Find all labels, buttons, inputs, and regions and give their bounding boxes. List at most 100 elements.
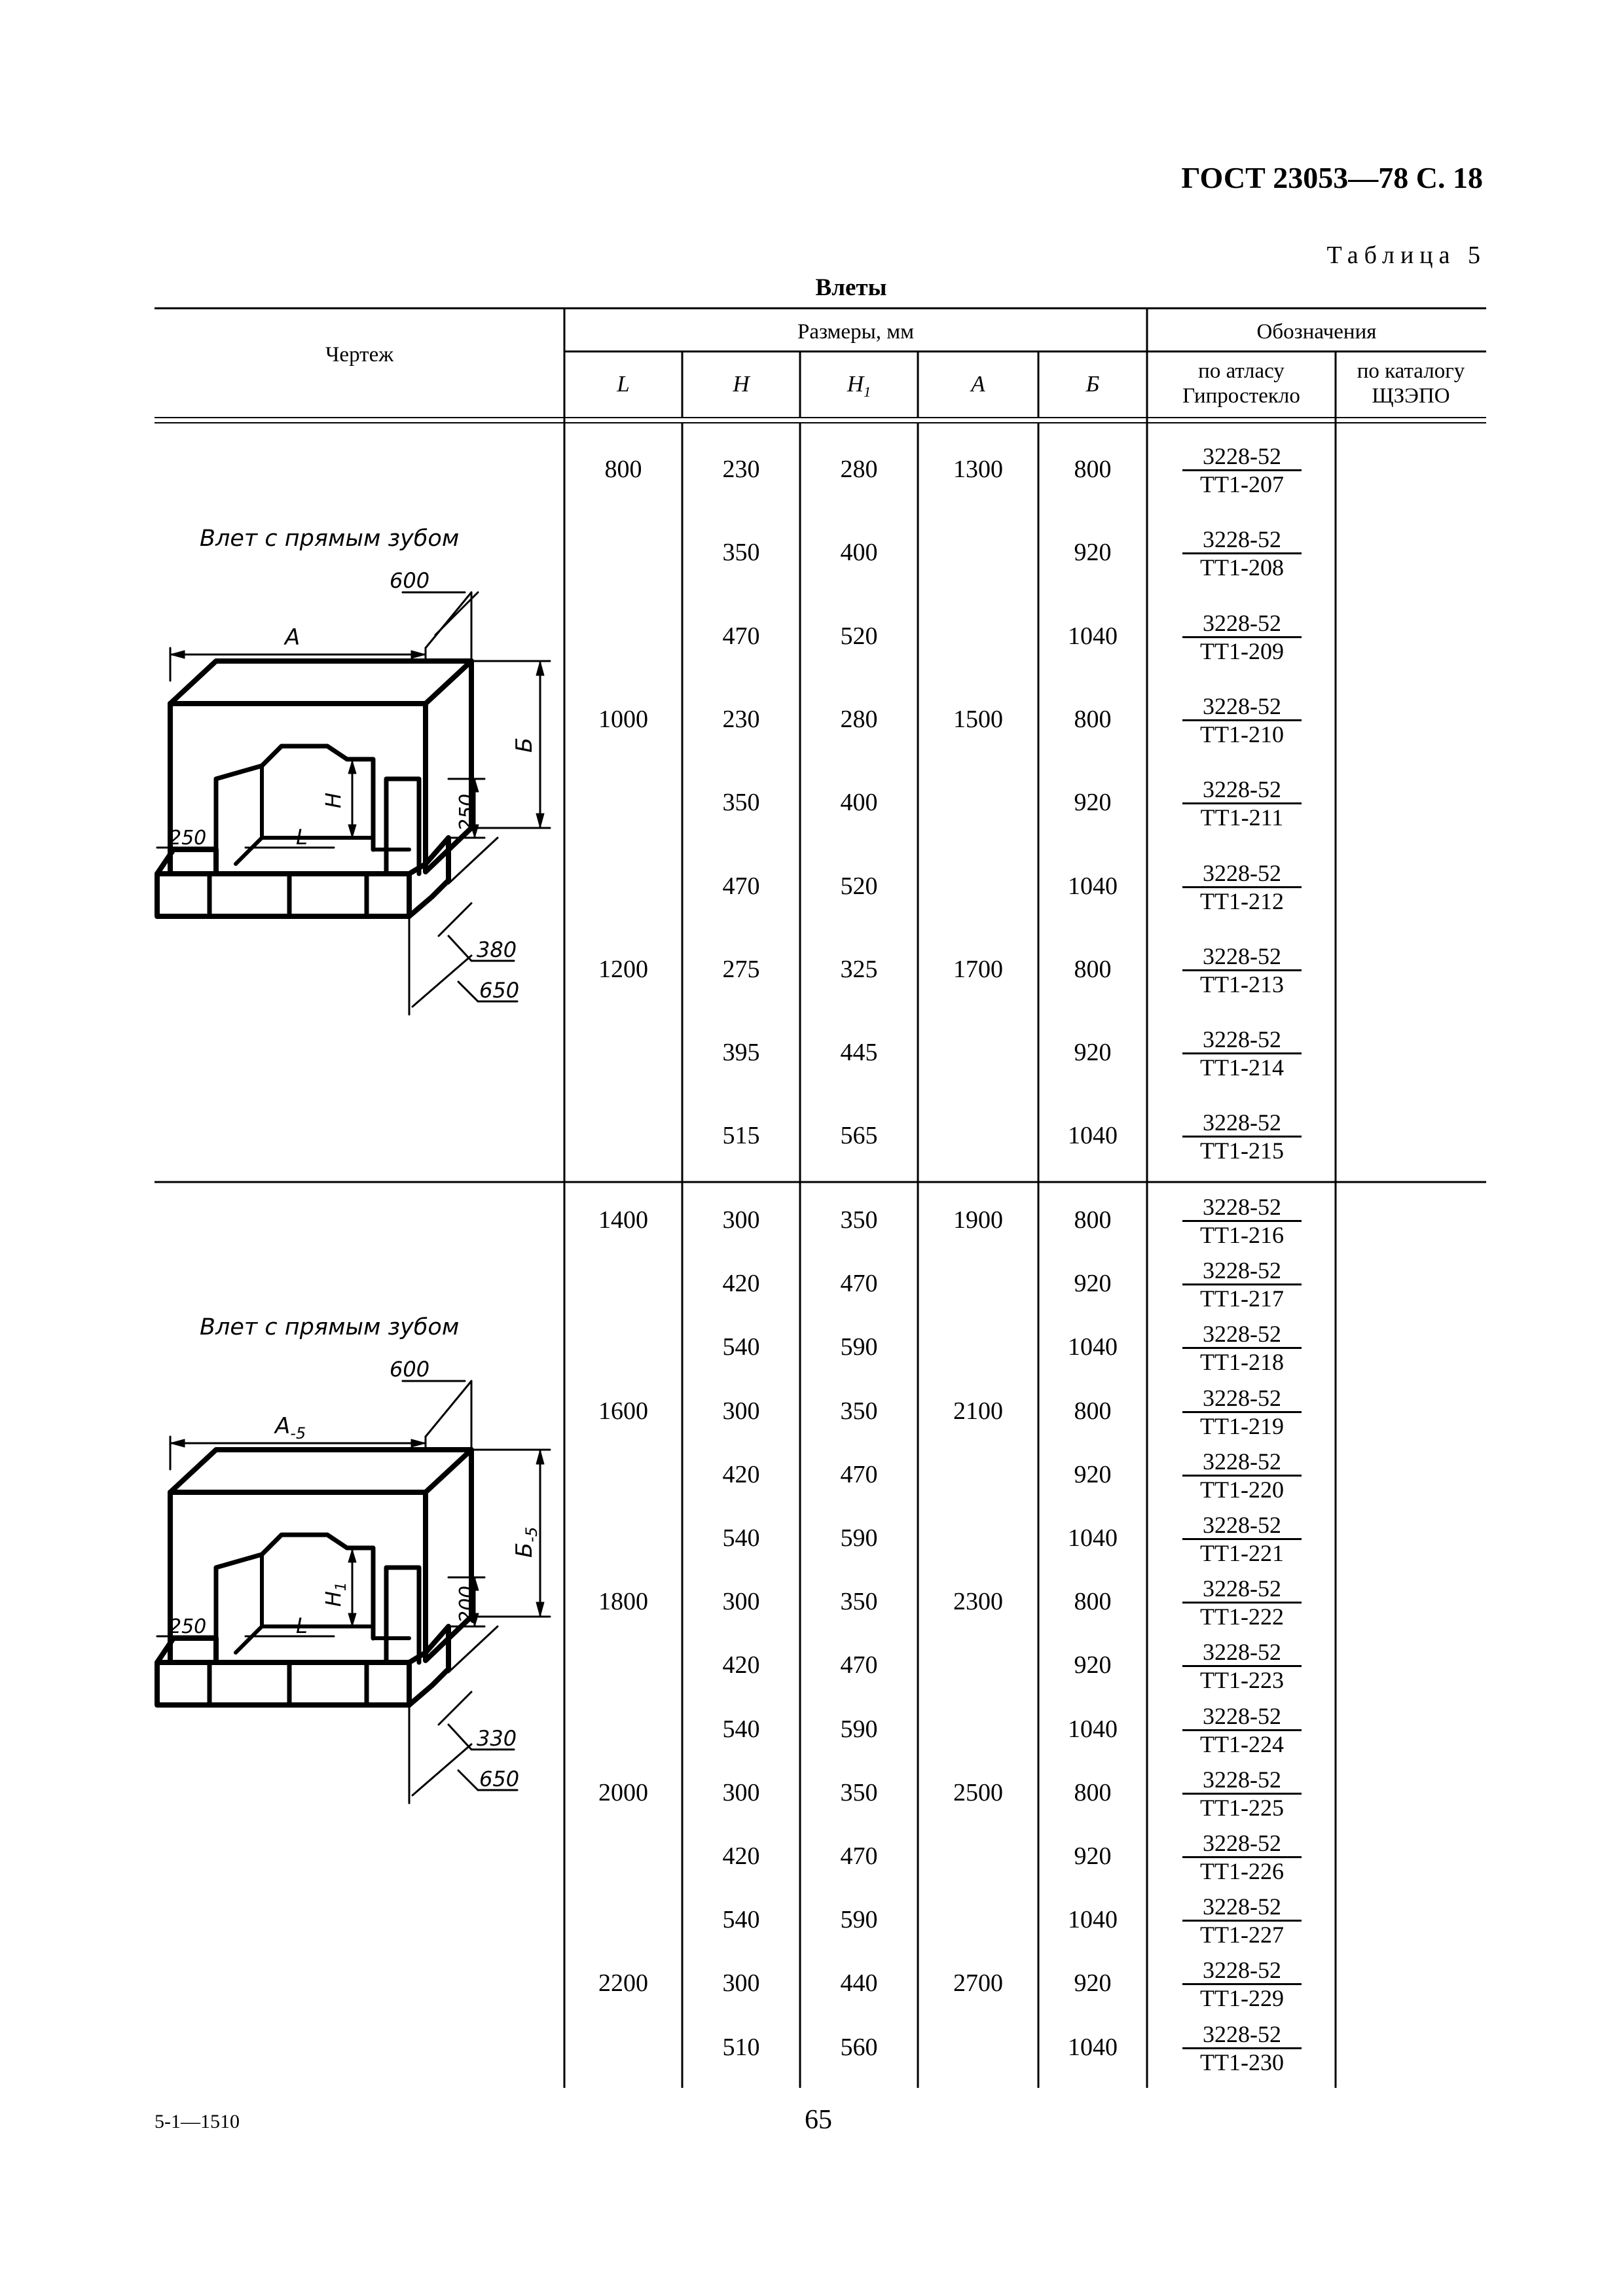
designation-numerator: 3228-52 bbox=[1203, 1321, 1281, 1348]
designation-denominator: ТТ1-216 bbox=[1182, 1220, 1302, 1248]
designation-denominator: ТТ1-214 bbox=[1182, 1052, 1302, 1081]
cell-B: 800 bbox=[1074, 705, 1112, 733]
cell-B: 920 bbox=[1074, 1969, 1112, 1998]
designation-denominator: ТТ1-208 bbox=[1182, 552, 1302, 581]
drawing2-label-l: L bbox=[296, 1613, 308, 1638]
cell-H1: 350 bbox=[840, 1778, 878, 1806]
header-col-H: H bbox=[733, 371, 750, 397]
cell-H: 300 bbox=[722, 1969, 760, 1998]
cell-B: 920 bbox=[1074, 1842, 1112, 1870]
header-col-A: A bbox=[971, 371, 985, 397]
header-col-atlas-line1: по атласу bbox=[1198, 359, 1285, 383]
designation-numerator: 3228-52 bbox=[1203, 1448, 1281, 1475]
drawing2-label-d1: 330 bbox=[477, 1726, 517, 1751]
cell-H1: 400 bbox=[840, 789, 878, 817]
cell-H: 420 bbox=[722, 1270, 760, 1298]
designation-numerator: 3228-52 bbox=[1203, 1639, 1281, 1666]
cell-H: 230 bbox=[722, 705, 760, 733]
cell-B: 920 bbox=[1074, 789, 1112, 817]
cell-B: 800 bbox=[1074, 1206, 1112, 1234]
cell-H: 275 bbox=[722, 955, 760, 983]
cell-B: 800 bbox=[1074, 1397, 1112, 1425]
designation-numerator: 3228-52 bbox=[1203, 1257, 1281, 1284]
cell-H: 515 bbox=[722, 1122, 760, 1150]
drawing2-label-b-sub: -5 bbox=[522, 1527, 541, 1543]
cell-L: 1200 bbox=[598, 955, 648, 983]
designation-denominator: ТТ1-215 bbox=[1182, 1136, 1302, 1164]
designation-numerator: 3228-52 bbox=[1203, 776, 1281, 803]
cell-H: 540 bbox=[722, 1906, 760, 1934]
drawing1-label-d1: 380 bbox=[477, 937, 517, 962]
cell-H: 350 bbox=[722, 539, 760, 567]
designation-denominator: ТТ1-218 bbox=[1182, 1347, 1302, 1375]
drawing2-label-d2: 650 bbox=[479, 1767, 519, 1791]
designation-numerator: 3228-52 bbox=[1203, 1194, 1281, 1220]
header-sizes: Размеры, мм bbox=[797, 320, 915, 344]
cell-B: 1040 bbox=[1068, 1122, 1118, 1150]
drawing1-title: Влет с прямым зубом bbox=[200, 526, 460, 552]
designation-denominator: ТТ1-226 bbox=[1182, 1856, 1302, 1884]
designation-numerator: 3228-52 bbox=[1203, 1026, 1281, 1053]
cell-H: 300 bbox=[722, 1778, 760, 1806]
cell-A: 1700 bbox=[953, 955, 1003, 983]
cell-H1: 470 bbox=[840, 1270, 878, 1298]
cell-L: 1800 bbox=[598, 1588, 648, 1616]
cell-L: 2000 bbox=[598, 1778, 648, 1806]
drawing1-label-right: 250 bbox=[456, 794, 479, 831]
header-col-catalog: по каталогу ЩЗЭПО bbox=[1336, 359, 1486, 408]
designation-denominator: ТТ1-212 bbox=[1182, 886, 1302, 914]
designation-numerator: 3228-52 bbox=[1203, 1109, 1281, 1136]
cell-B: 1040 bbox=[1068, 872, 1118, 900]
cell-L: 800 bbox=[604, 456, 642, 483]
designation-denominator: ТТ1-229 bbox=[1182, 1983, 1302, 2011]
designation-numerator: 3228-52 bbox=[1203, 942, 1281, 969]
cell-H: 300 bbox=[722, 1397, 760, 1425]
cell-B: 1040 bbox=[1068, 1715, 1118, 1743]
cell-H1: 590 bbox=[840, 1715, 878, 1743]
drawing2-label-h: H1 bbox=[321, 1582, 350, 1607]
designation-denominator: ТТ1-224 bbox=[1182, 1729, 1302, 1757]
cell-A: 2100 bbox=[953, 1397, 1003, 1425]
cell-H1: 560 bbox=[840, 2033, 878, 2061]
cell-H1: 590 bbox=[840, 1524, 878, 1552]
cell-H1: 470 bbox=[840, 1460, 878, 1488]
cell-H: 470 bbox=[722, 872, 760, 900]
drawing1-label-b: Б bbox=[511, 738, 538, 753]
cell-B: 800 bbox=[1074, 1778, 1112, 1806]
header-col-catalog-line1: по каталогу bbox=[1357, 359, 1465, 383]
drawing2-label-a: A-5 bbox=[274, 1413, 306, 1443]
footer-code: 5-1—1510 bbox=[155, 2111, 240, 2132]
cell-H: 510 bbox=[722, 2033, 760, 2061]
header-col-H1: H1 bbox=[800, 372, 918, 404]
header-col-atlas: по атласу Гипростекло bbox=[1147, 359, 1336, 408]
cell-L: 1400 bbox=[598, 1206, 648, 1234]
drawing2-label-top: 600 bbox=[390, 1357, 429, 1382]
cell-H1: 280 bbox=[840, 705, 878, 733]
designation-denominator: ТТ1-230 bbox=[1182, 2047, 1302, 2075]
designation-numerator: 3228-52 bbox=[1203, 526, 1281, 553]
header-drawing: Чертеж bbox=[325, 343, 394, 367]
cell-A: 2300 bbox=[953, 1588, 1003, 1616]
designation-denominator: ТТ1-217 bbox=[1182, 1283, 1302, 1312]
header-col-L: L bbox=[617, 371, 630, 397]
cell-H1: 520 bbox=[840, 872, 878, 900]
cell-H: 540 bbox=[722, 1715, 760, 1743]
header-col-H1-letter: H bbox=[847, 371, 864, 397]
drawing2-label-h-letter: H bbox=[321, 1591, 346, 1607]
drawing2-label-left: 250 bbox=[169, 1615, 206, 1638]
drawing1-label-left: 250 bbox=[169, 827, 206, 850]
